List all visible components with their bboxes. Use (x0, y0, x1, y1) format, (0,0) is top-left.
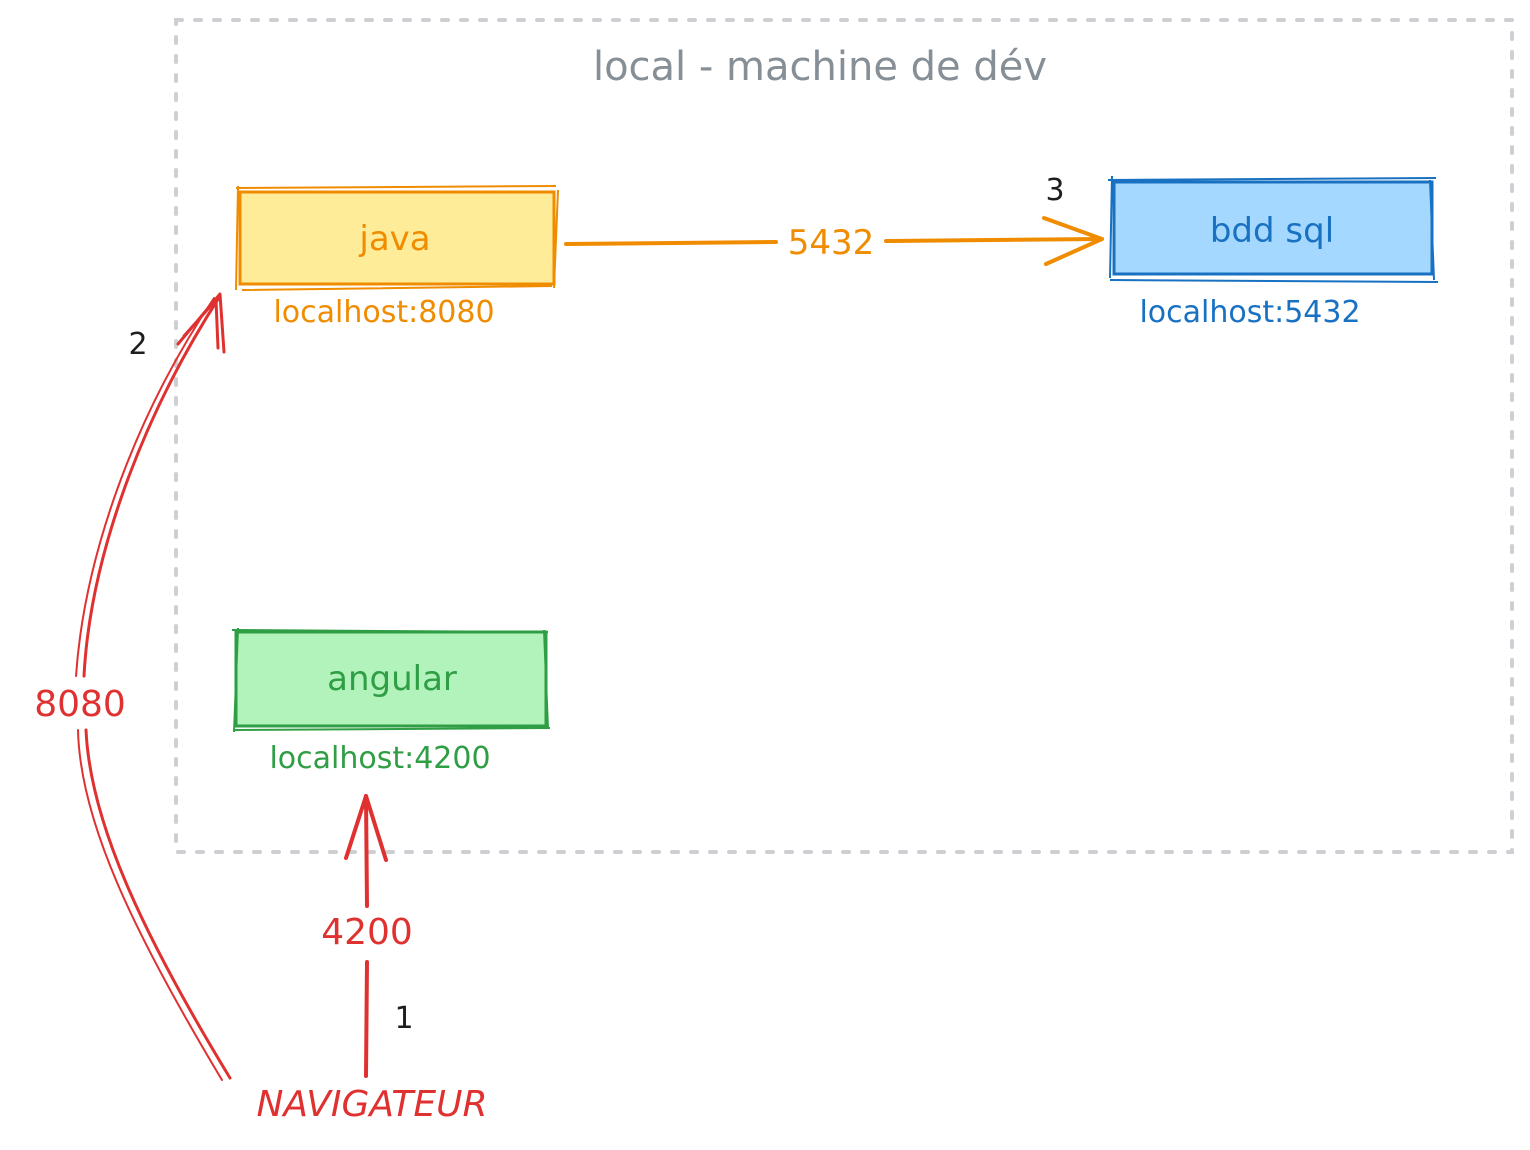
angular-box-sketch (231, 627, 551, 733)
java-address: localhost:8080 (273, 295, 494, 330)
edge-client-java-label: 8080 (34, 684, 126, 725)
java-box-sketch (235, 185, 559, 291)
bdd-label: bdd sql (1210, 211, 1334, 251)
bdd-box (1112, 180, 1434, 276)
step-3: 3 (1045, 173, 1064, 208)
angular-address: localhost:4200 (269, 741, 490, 776)
edge-java-bdd-label: 5432 (788, 223, 875, 263)
edge-java-bdd-line (564, 237, 1104, 246)
java-box (238, 190, 556, 286)
angular-node: angular (231, 627, 551, 733)
edge-client-java-line (82, 294, 232, 1080)
bdd-node: bdd sql (1107, 175, 1439, 283)
edge-java-bdd-arrowhead (1042, 216, 1104, 266)
java-node: java (235, 185, 559, 291)
local-machine-frame (174, 18, 1514, 854)
edge-client-java-line-sketch (75, 297, 223, 1081)
edge-client-to-angular: 4200 (321, 794, 413, 1078)
client-navigateur-label: NAVIGATEUR (256, 1084, 487, 1125)
step-2: 2 (128, 327, 147, 362)
java-label: java (358, 219, 430, 259)
edge-client-java-arrowhead (176, 292, 226, 354)
local-machine-label: local - machine de dév (593, 44, 1047, 90)
edge-java-to-bdd: 5432 (564, 216, 1104, 266)
step-1: 1 (394, 1001, 413, 1036)
edge-client-angular-label: 4200 (321, 912, 413, 953)
edge-client-to-java: 8080 (34, 292, 232, 1081)
angular-label: angular (327, 659, 457, 699)
edge-client-angular-arrowhead (344, 794, 388, 862)
edge-client-angular-line (364, 794, 369, 1078)
bdd-address: localhost:5432 (1139, 295, 1360, 330)
bdd-box-sketch (1107, 175, 1439, 283)
